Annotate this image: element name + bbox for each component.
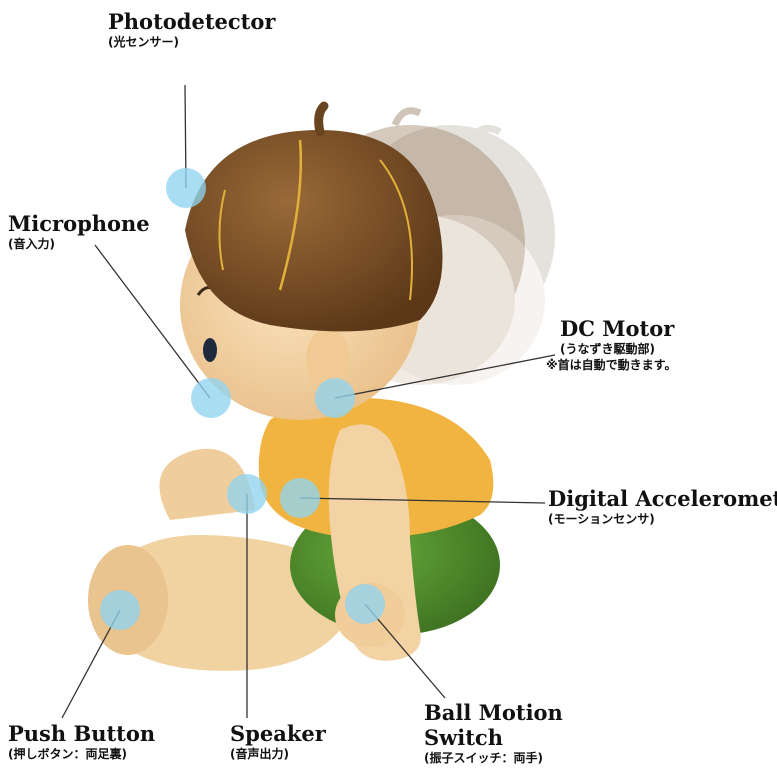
ball-motion-title-line1: Ball Motion — [424, 700, 563, 725]
ball-motion-subtitle: (振子スイッチ：両手) — [424, 750, 563, 766]
ball-motion-label: Ball Motion Switch (振子スイッチ：両手) — [424, 700, 563, 766]
speaker-subtitle: (音声出力) — [230, 746, 326, 762]
photodetector-title: Photodetector — [108, 10, 275, 34]
dc-motor-label: DC Motor (うなずき駆動部) ※首は自動で動きます。 — [560, 317, 676, 373]
push-button-title: Push Button — [8, 722, 155, 746]
photodetector-marker — [166, 168, 206, 208]
ball-motion-marker — [345, 584, 385, 624]
eye — [203, 338, 217, 362]
accelerometer-subtitle: (モーションセンサ) — [548, 511, 777, 527]
speaker-label: Speaker (音声出力) — [230, 722, 326, 762]
speaker-marker — [227, 474, 267, 514]
dc-motor-subtitle: (うなずき駆動部) — [560, 341, 676, 357]
accelerometer-label: Digital Accelerometer (モーションセンサ) — [548, 487, 777, 527]
doll-body — [88, 398, 500, 671]
hair-stem — [319, 106, 324, 132]
accelerometer-marker — [280, 478, 320, 518]
microphone-label: Microphone (音入力) — [8, 212, 150, 252]
speaker-title: Speaker — [230, 722, 326, 746]
photodetector-subtitle: (光センサー) — [108, 34, 275, 50]
dc-motor-title: DC Motor — [560, 317, 676, 341]
microphone-marker — [191, 378, 231, 418]
push-button-label: Push Button (押しボタン：両足裏) — [8, 722, 155, 762]
dc-motor-note: ※首は自動で動きます。 — [546, 357, 676, 373]
microphone-title: Microphone — [8, 212, 150, 236]
dc-motor-marker — [315, 378, 355, 418]
accelerometer-title: Digital Accelerometer — [548, 487, 777, 511]
photodetector-label: Photodetector (光センサー) — [108, 10, 275, 50]
hair — [185, 130, 443, 331]
microphone-subtitle: (音入力) — [8, 236, 150, 252]
push-button-subtitle: (押しボタン：両足裏) — [8, 746, 155, 762]
ball-motion-title-line2: Switch — [424, 725, 563, 750]
push-button-marker — [100, 590, 140, 630]
